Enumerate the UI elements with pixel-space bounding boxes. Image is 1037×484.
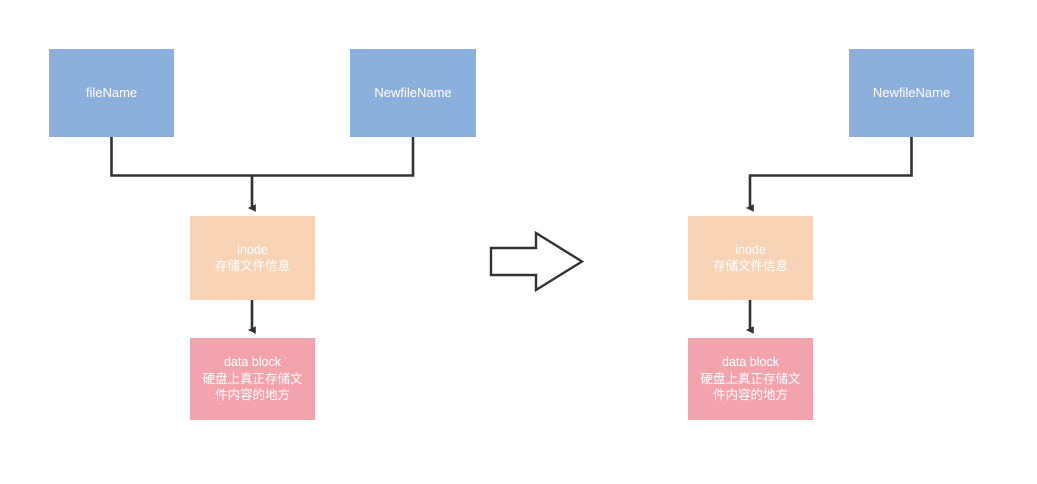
node-datablock-before-title: data block xyxy=(224,355,281,370)
node-datablock-before-subtitle-line1: 硬盘上真正存储文 xyxy=(202,371,303,386)
node-newfilename-before-label: NewfileName xyxy=(374,85,452,101)
node-datablock-after-title: data block xyxy=(722,355,779,370)
node-datablock-after[interactable]: data block 硬盘上真正存储文 件内容的地方 xyxy=(688,338,813,420)
node-newfilename-after[interactable]: NewfileName xyxy=(849,49,974,137)
node-newfilename-before[interactable]: NewfileName xyxy=(350,49,476,137)
node-inode-after-subtitle: 存储文件信息 xyxy=(712,259,788,273)
block-arrow-right-icon xyxy=(489,230,585,293)
node-datablock-before[interactable]: data block 硬盘上真正存储文 件内容的地方 xyxy=(190,338,315,420)
node-inode-before[interactable]: inode 存储文件信息 xyxy=(190,216,315,300)
node-datablock-before-subtitle-line2: 件内容的地方 xyxy=(214,388,290,403)
node-inode-after[interactable]: inode 存储文件信息 xyxy=(688,216,813,300)
node-newfilename-after-label: NewfileName xyxy=(872,85,951,101)
node-filename[interactable]: fileName xyxy=(49,49,174,137)
node-inode-before-subtitle: 存储文件信息 xyxy=(214,259,290,273)
node-inode-after-title: inode xyxy=(735,242,766,257)
node-inode-before-title: inode xyxy=(237,242,268,257)
node-datablock-after-subtitle-line2: 件内容的地方 xyxy=(712,388,788,403)
node-datablock-after-subtitle-line1: 硬盘上真正存储文 xyxy=(700,371,801,386)
node-filename-label: fileName xyxy=(85,85,138,101)
